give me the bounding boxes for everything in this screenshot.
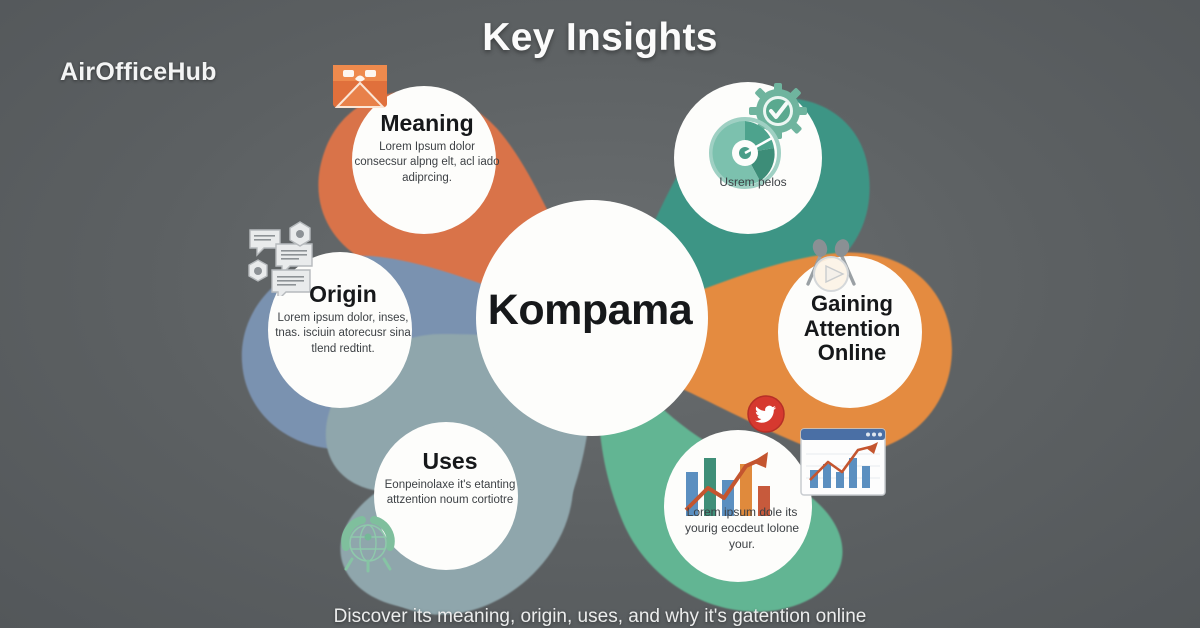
uses-node-disc[interactable] [374,422,518,570]
node-origin[interactable]: Origin Lorem ipsum dolor, inses, tnas. i… [268,281,418,357]
node-origin-body: Lorem ipsum dolor, inses, tnas. isciuin … [275,311,411,355]
brand-logo-text: AirOfficeHub [60,58,217,86]
node-meaning-heading: Meaning [380,110,474,136]
center-node[interactable]: Kompama [440,288,740,333]
growth-node-disc[interactable] [664,430,812,582]
mail-envelope-icon [327,57,393,119]
node-uses-heading: Uses [422,448,478,474]
browser-chart-window-icon [800,428,886,496]
page-title: Key Insights [482,16,718,59]
node-metric[interactable]: Usrem pelos [688,170,818,190]
megaphone-broadcast-icon [792,232,870,302]
node-metric-body: Usrem pelos [719,175,787,189]
gaining-node-disc[interactable] [778,256,922,408]
center-node-label: Kompama [487,286,693,334]
node-uses[interactable]: Uses Eonpeinolaxe it's etanting attzenti… [380,448,520,509]
chat-bubbles-icon [232,218,328,302]
twitter-bird-badge-icon[interactable] [746,394,786,434]
node-growth[interactable]: Lorem ipsum dole its yourig eocdeut lolo… [672,500,812,552]
node-uses-body: Eonpeinolaxe it's etanting attzention no… [384,478,516,507]
node-meaning[interactable]: Meaning Lorem Ipsum dolor consecsur alpn… [352,110,502,186]
node-meaning-body: Lorem Ipsum dolor consecsur alpng elt, a… [354,140,500,184]
center-node-disc[interactable] [476,200,708,436]
globe-network-icon [332,507,404,575]
donut-chart-icon [700,110,790,196]
node-origin-heading: Origin [309,281,377,307]
footer-caption: Discover its meaning, origin, uses, and … [333,606,867,627]
bar-chart-growth-icon [680,440,772,522]
node-growth-body: Lorem ipsum dole its yourig eocdeut lolo… [684,505,800,552]
meaning-node-disc[interactable] [352,86,496,234]
gear-checkmark-icon [748,82,808,140]
node-gaining-heading: Gaining Attention Online [803,291,901,366]
node-gaining-attention[interactable]: Gaining Attention Online [782,291,922,366]
